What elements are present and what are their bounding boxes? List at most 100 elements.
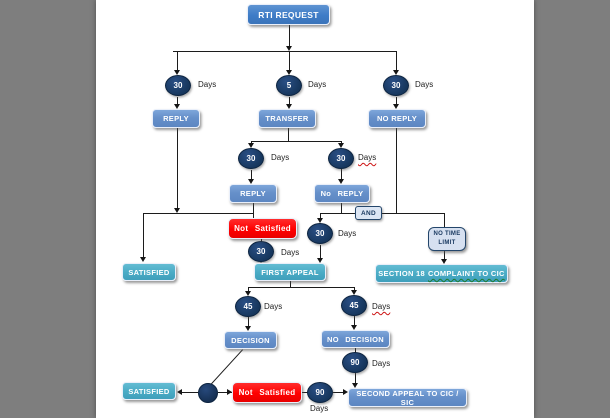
section-18-label-part: SECTION 18: [378, 269, 425, 278]
arrowhead: [352, 383, 358, 388]
connector-line: [396, 128, 397, 213]
arrowhead: [286, 104, 292, 109]
duration-circle-and-branch: 30: [307, 223, 333, 244]
not-satisfied-final-node: Not Satisfied: [232, 382, 302, 403]
arrowhead: [351, 325, 357, 330]
connector-line: [177, 97, 178, 104]
connector-line: [290, 281, 291, 287]
arrowhead: [245, 326, 251, 331]
connector-line: [248, 287, 249, 292]
days-label: Days: [308, 80, 327, 89]
section-18-label-part-grammar-marked: COMPLAINT TO CIC: [428, 269, 505, 278]
transfer-node: TRANSFER: [258, 109, 316, 128]
connector-line: [253, 203, 254, 218]
duration-value: 45: [349, 301, 359, 310]
days-label: Days: [264, 302, 283, 311]
arrowhead: [174, 70, 180, 75]
arrowhead: [177, 389, 182, 395]
duration-value: 30: [391, 81, 401, 90]
no-reply-node: NO REPLY: [368, 109, 426, 128]
connector-line: [320, 213, 444, 214]
arrowhead: [393, 104, 399, 109]
connector-line: [261, 239, 262, 242]
connector-line: [248, 317, 249, 326]
duration-circle-first-appeal: 30: [248, 241, 274, 262]
connector-line: [251, 141, 342, 142]
connector-line: [288, 128, 289, 141]
connector-line: [289, 25, 290, 48]
junction-dot: [198, 383, 218, 403]
connector-line: [444, 251, 445, 259]
duration-value: 30: [246, 154, 256, 163]
duration-value: 90: [315, 388, 325, 397]
arrowhead: [338, 143, 344, 148]
duration-circle-reply: 30: [165, 75, 191, 96]
duration-circle-transfer-reply: 30: [238, 148, 264, 169]
duration-circle-decision: 45: [235, 296, 261, 317]
transfer-no-reply-node: No REPLY: [314, 184, 370, 203]
duration-value: 30: [315, 229, 325, 238]
reply-node: REPLY: [152, 109, 200, 128]
connector-line: [354, 287, 355, 291]
days-label: Days: [372, 359, 391, 368]
rti-request-node: RTI REQUEST: [247, 4, 330, 25]
arrowhead: [317, 218, 323, 223]
arrowhead: [393, 70, 399, 75]
days-label-misspell-marked: Days: [372, 302, 391, 311]
connector-line: [289, 51, 290, 70]
connector-line: [396, 97, 397, 104]
arrowhead: [174, 208, 180, 213]
connector-line: [444, 213, 445, 227]
connector-line: [248, 287, 355, 288]
days-label: Days: [271, 153, 290, 162]
connector-line: [320, 245, 321, 258]
connector-line: [396, 51, 397, 70]
connector-line: [354, 316, 355, 325]
connector-line: [177, 128, 178, 208]
connector-line: [209, 349, 243, 386]
connector-line: [302, 392, 308, 393]
connector-line: [341, 202, 342, 213]
arrowhead: [441, 259, 447, 264]
arrowhead: [286, 46, 292, 51]
duration-circle-no-reply: 30: [383, 75, 409, 96]
days-label: Days: [338, 229, 357, 238]
first-appeal-node: FIRST APPEAL: [254, 263, 326, 281]
connector-line: [251, 170, 252, 179]
duration-circle-second-appeal: 90: [342, 352, 368, 373]
arrowhead: [174, 104, 180, 109]
arrowhead: [248, 143, 254, 148]
connector-line: [341, 169, 342, 179]
arrowhead: [343, 389, 348, 395]
arrowhead: [248, 179, 254, 184]
connector-line: [355, 348, 356, 353]
connector-line: [143, 213, 253, 214]
no-time-limit-node: NO TIME LIMIT: [428, 227, 466, 251]
decision-node: DECISION: [224, 331, 277, 349]
arrowhead: [286, 70, 292, 75]
arrowhead: [140, 257, 146, 262]
arrowhead: [227, 389, 232, 395]
connector-line: [218, 392, 232, 393]
days-label-misspell-marked: Days: [358, 153, 377, 162]
transfer-reply-node: REPLY: [229, 184, 277, 203]
days-label: Days: [198, 80, 217, 89]
connector-line: [355, 373, 356, 383]
connector-line: [333, 392, 343, 393]
connector-line: [289, 97, 290, 104]
arrowhead: [245, 291, 251, 296]
satisfied-final-node: SATISFIED: [122, 382, 176, 400]
duration-value: 5: [286, 81, 292, 90]
duration-circle-transfer: 5: [276, 75, 302, 96]
duration-circle-no-decision: 45: [341, 295, 367, 316]
duration-value: 45: [243, 302, 253, 311]
arrowhead: [338, 179, 344, 184]
duration-value: 30: [256, 247, 266, 256]
duration-circle-transfer-no-reply: 30: [328, 148, 354, 169]
arrowhead: [317, 258, 323, 263]
connector-line: [181, 392, 198, 393]
connector-line: [173, 51, 397, 52]
days-label: Days: [310, 404, 329, 413]
